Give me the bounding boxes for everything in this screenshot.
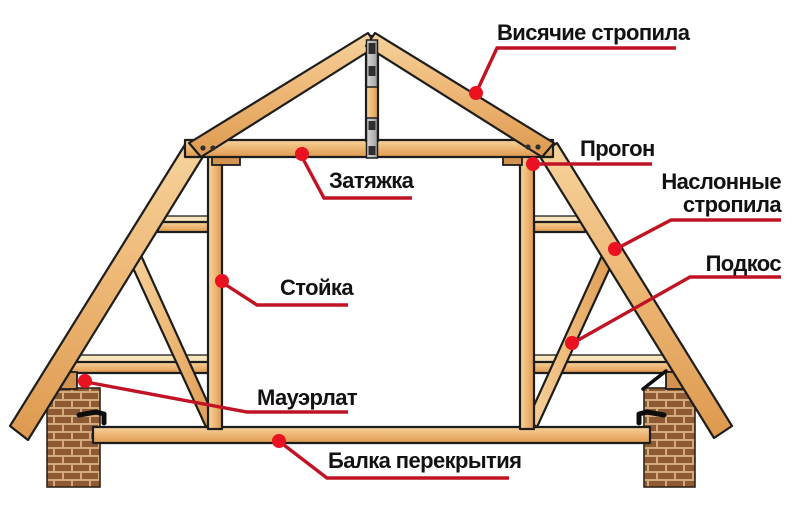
king-post-plate-top xyxy=(365,39,379,88)
annotation-naslonnye xyxy=(608,218,781,256)
hanging-rafter-right xyxy=(364,31,556,159)
king-post-plate-bottom xyxy=(365,117,379,159)
anchor-clamp-right xyxy=(636,409,667,426)
annotation-visyachie xyxy=(469,46,676,100)
floor-beam xyxy=(91,425,652,445)
dot-tie-beam xyxy=(295,147,309,161)
annotation-stoyka xyxy=(215,274,348,307)
label-layered-rafters-line1: Наслонные xyxy=(661,169,781,194)
layered-rafter-left xyxy=(8,141,206,442)
annotation-zatyazhka xyxy=(295,147,412,200)
dot-layered-rafters xyxy=(608,242,622,256)
post-left xyxy=(206,153,224,431)
label-hanging-rafters: Висячие стропила xyxy=(497,20,690,45)
annotation-mauerlat xyxy=(78,374,348,414)
brick-pier-right xyxy=(643,387,696,488)
dot-hanging-rafters xyxy=(469,86,483,100)
label-post: Стойка xyxy=(280,275,354,300)
annotation-balka xyxy=(272,434,509,480)
label-layered-rafters-line2: стропила xyxy=(682,192,782,217)
anchor-clamp-left xyxy=(76,409,107,426)
label-mauerlat: Мауэрлат xyxy=(257,385,358,410)
strut-left xyxy=(126,249,218,429)
dot-post xyxy=(215,274,229,288)
dot-mauerlat xyxy=(78,374,92,388)
hanging-rafter-left xyxy=(187,31,379,159)
anchor-strap-right xyxy=(641,369,668,391)
label-tie-beam: Затяжка xyxy=(329,168,414,193)
label-floor-beam: Балка перекрытия xyxy=(328,448,522,473)
tie-beam-bolts xyxy=(200,144,541,151)
brick-pier-left xyxy=(46,387,101,488)
dot-floor-beam xyxy=(272,434,286,448)
annotation-progon xyxy=(526,157,652,171)
post-right xyxy=(518,153,536,431)
annotation-podkos xyxy=(565,275,781,350)
dot-strut xyxy=(565,336,579,350)
label-strut: Подкос xyxy=(705,251,782,276)
label-purlin: Прогон xyxy=(580,136,655,161)
label-layered-rafters: Наслонные стропила xyxy=(661,170,781,216)
dot-purlin xyxy=(526,157,540,171)
